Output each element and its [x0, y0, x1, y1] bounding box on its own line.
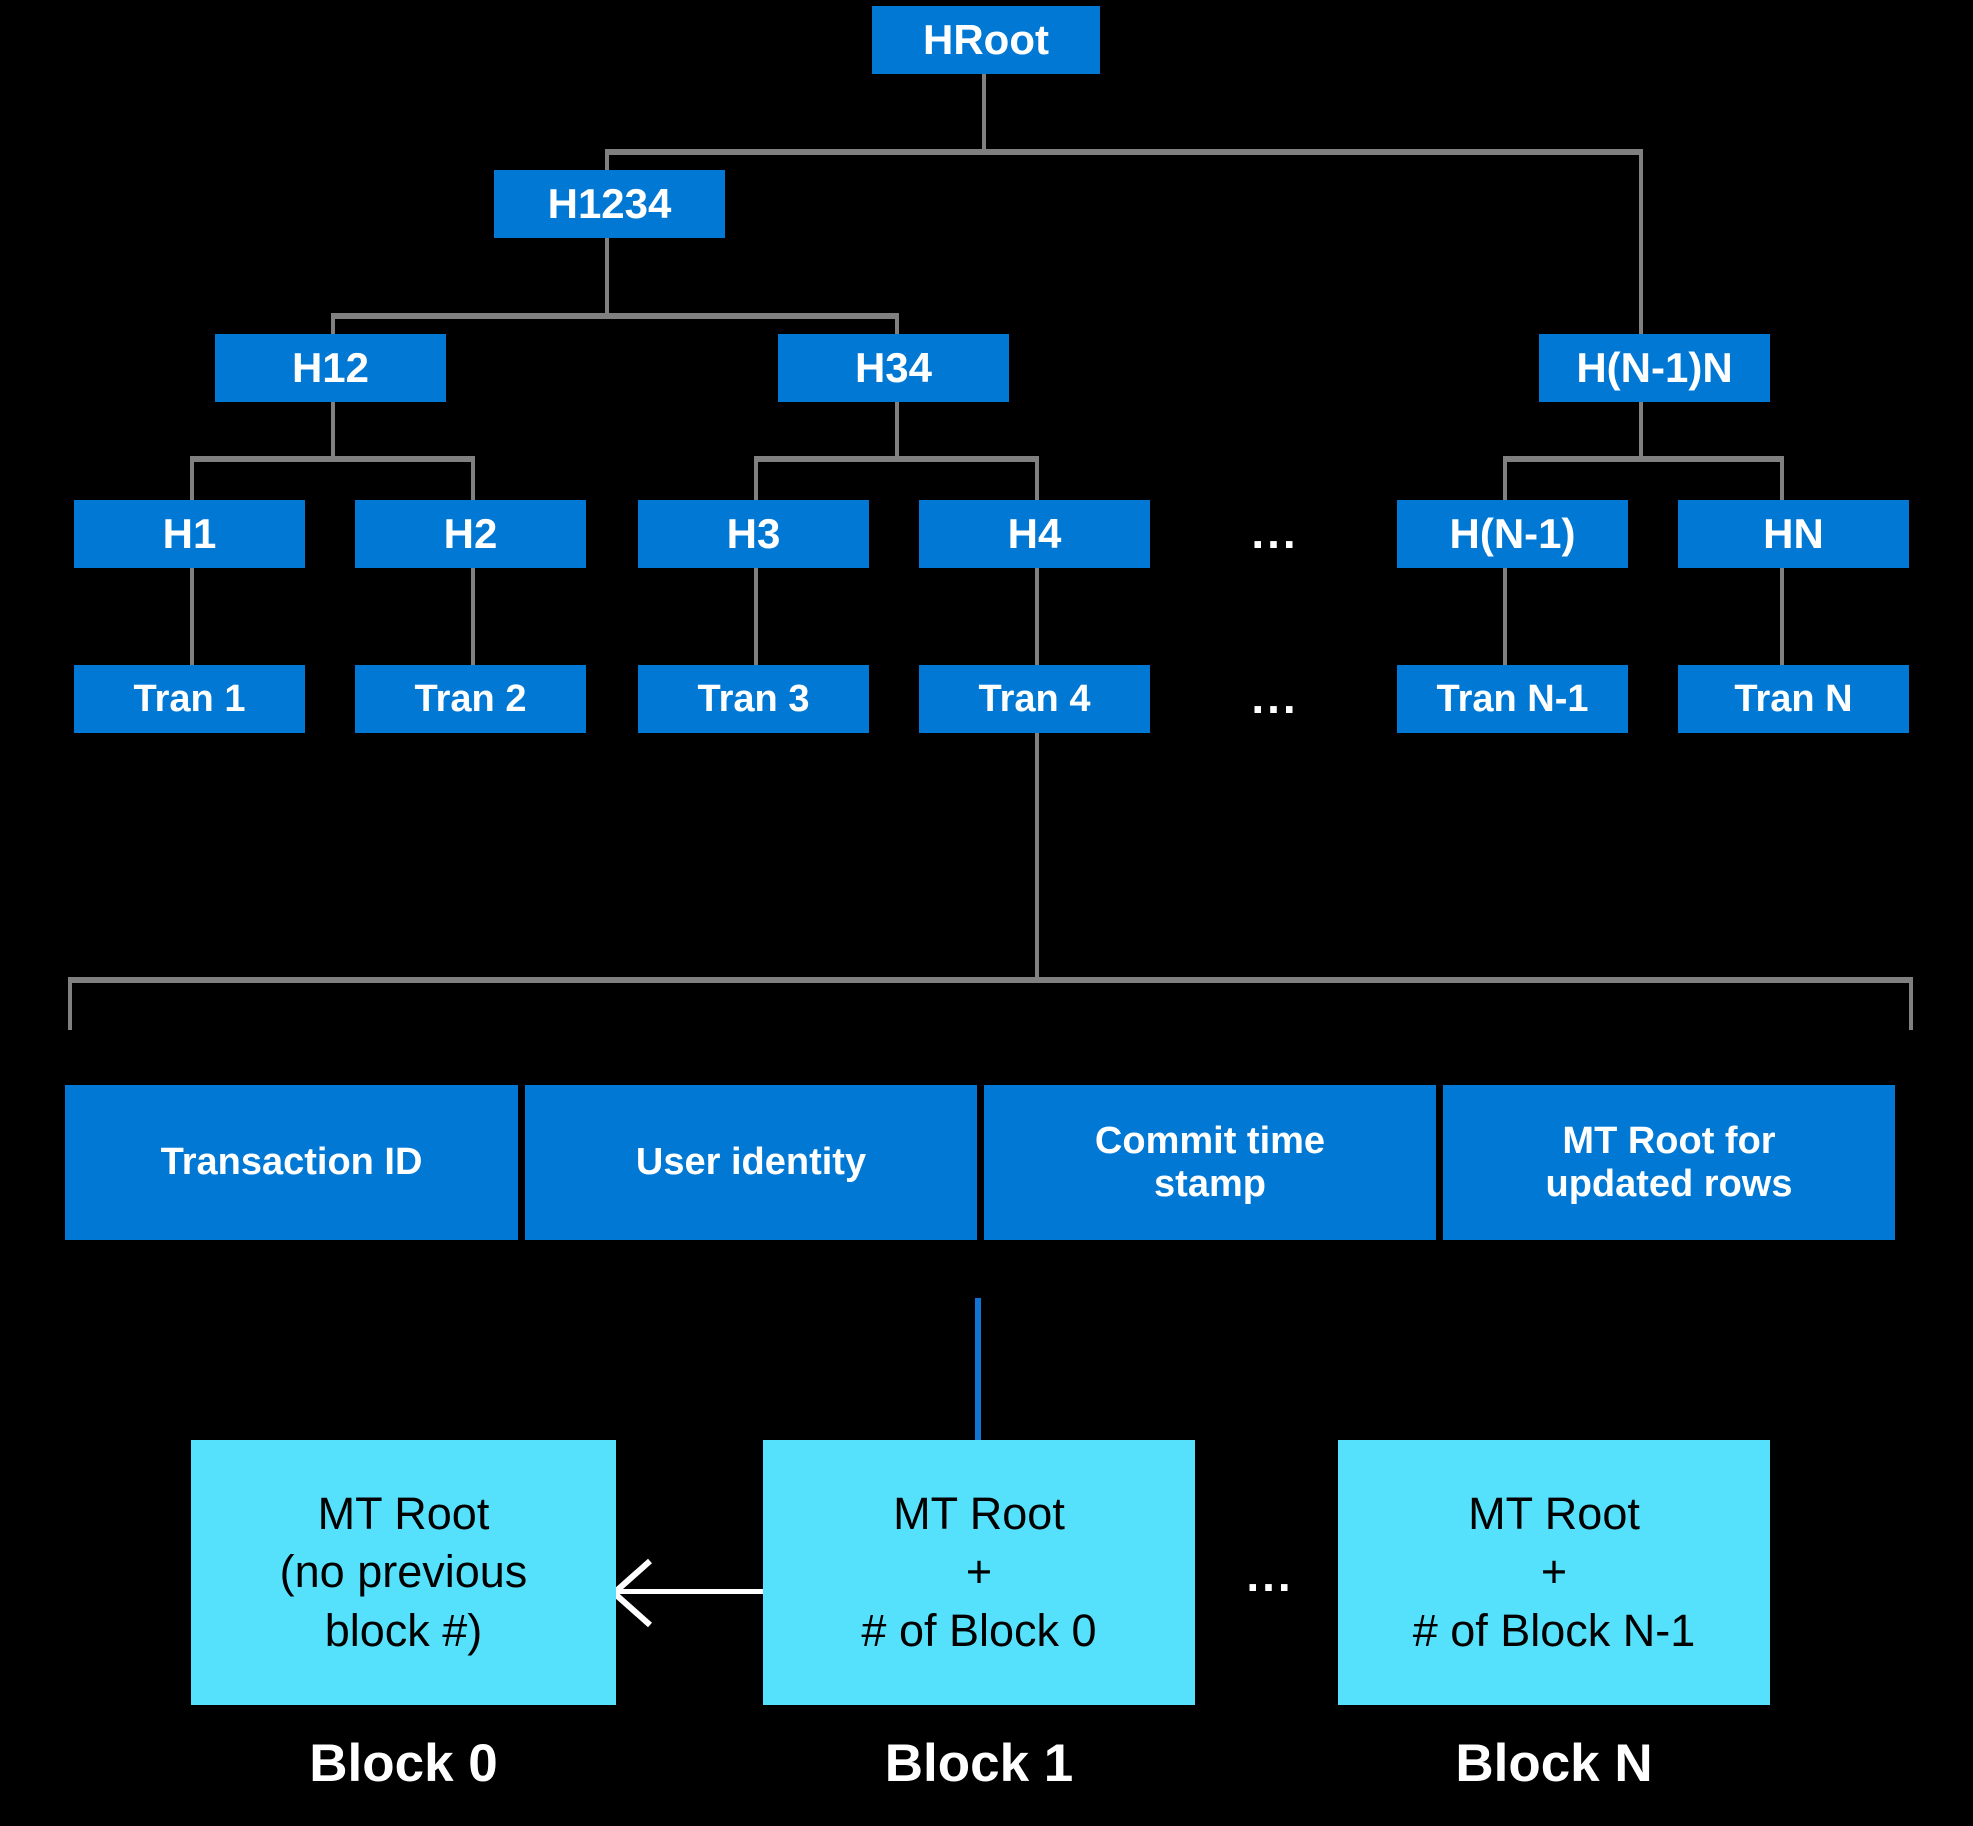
connector-detail-bracket-left — [68, 977, 72, 1030]
connector-h34-bus — [754, 456, 1039, 462]
node-hroot-label: HRoot — [923, 16, 1049, 64]
connector-hroot-to-hn1n — [1639, 149, 1643, 334]
connector-h1-to-tran1 — [190, 566, 194, 667]
node-h3[interactable]: H3 — [638, 500, 869, 568]
ellipsis-blocks: ... — [1246, 1549, 1294, 1601]
node-tran-n1-label: Tran N-1 — [1436, 677, 1589, 720]
connector-h3-to-tran3 — [754, 566, 758, 667]
connector-h12-stem — [331, 400, 335, 460]
node-tran-n-label: Tran N — [1734, 677, 1853, 720]
connector-hroot-stem — [982, 72, 986, 152]
block-n-caption: Block N — [1455, 1734, 1653, 1793]
block-0[interactable]: MT Root (no previous block #) — [191, 1440, 616, 1705]
block-n[interactable]: MT Root + # of Block N-1 — [1338, 1440, 1770, 1705]
field-commit-time-stamp[interactable]: Commit time stamp — [984, 1085, 1436, 1240]
connector-h12-to-h1 — [190, 456, 194, 502]
node-tran-1-label: Tran 1 — [133, 677, 246, 720]
connector-hn-to-trann — [1780, 566, 1784, 667]
connector-hn1n-stem — [1639, 400, 1643, 460]
node-tran-3-label: Tran 3 — [697, 677, 810, 720]
field-user-identity[interactable]: User identity — [525, 1085, 977, 1240]
node-h1234-label: H1234 — [547, 180, 672, 228]
block-0-content: MT Root (no previous block #) — [279, 1487, 528, 1656]
ellipsis-transactions: ... — [1251, 671, 1299, 723]
node-tran-2-label: Tran 2 — [414, 677, 527, 720]
node-h4[interactable]: H4 — [919, 500, 1150, 568]
connector-h1234-to-h34 — [895, 313, 899, 336]
connector-tran4-to-detail — [1035, 730, 1039, 980]
node-hn[interactable]: HN — [1678, 500, 1909, 568]
connector-h1234-to-h12 — [331, 313, 335, 336]
node-tran-1[interactable]: Tran 1 — [74, 665, 305, 733]
connector-detail-bracket-right — [1909, 977, 1913, 1030]
block-1[interactable]: MT Root + # of Block 0 — [763, 1440, 1195, 1705]
block-1-caption: Block 1 — [884, 1734, 1074, 1793]
node-h34-label: H34 — [854, 344, 933, 392]
node-h1[interactable]: H1 — [74, 500, 305, 568]
node-h2[interactable]: H2 — [355, 500, 586, 568]
block-n-content: MT Root + # of Block N-1 — [1412, 1487, 1696, 1656]
node-h4-label: H4 — [1007, 510, 1062, 558]
field-mt-root-updated-rows-label: MT Root for updated rows — [1545, 1119, 1793, 1205]
node-tran-n1[interactable]: Tran N-1 — [1397, 665, 1628, 733]
node-tran-3[interactable]: Tran 3 — [638, 665, 869, 733]
connector-hn1-to-trann1 — [1503, 566, 1507, 667]
node-tran-n[interactable]: Tran N — [1678, 665, 1909, 733]
node-hn-label: HN — [1763, 510, 1824, 558]
connector-hroot-to-h1234 — [605, 149, 609, 174]
field-transaction-id-label: Transaction ID — [160, 1141, 423, 1184]
connector-hroot-bus — [605, 149, 1643, 155]
node-hn1[interactable]: H(N-1) — [1397, 500, 1628, 568]
block-0-caption: Block 0 — [309, 1734, 498, 1793]
field-user-identity-label: User identity — [635, 1141, 867, 1184]
node-h1-label: H1 — [162, 510, 217, 558]
block-1-content: MT Root + # of Block 0 — [861, 1487, 1097, 1656]
connector-h34-to-h3 — [754, 456, 758, 502]
node-h12[interactable]: H12 — [215, 334, 446, 402]
connector-detail-to-block1 — [975, 1298, 981, 1446]
connector-h12-bus — [190, 456, 475, 462]
connector-hn1n-to-hn1 — [1503, 456, 1507, 502]
connector-detail-bracket — [68, 977, 1913, 983]
connector-block1-to-block0-line — [615, 1589, 763, 1594]
node-h1234[interactable]: H1234 — [494, 170, 725, 238]
ellipsis-leaf-hashes: ... — [1251, 506, 1299, 558]
connector-h1234-stem — [605, 236, 609, 316]
connector-h34-stem — [895, 400, 899, 460]
node-h2-label: H2 — [443, 510, 498, 558]
connector-hn1n-bus — [1503, 456, 1784, 462]
node-h12-label: H12 — [291, 344, 370, 392]
connector-h12-to-h2 — [471, 456, 475, 502]
node-hroot[interactable]: HRoot — [872, 6, 1100, 74]
node-h34[interactable]: H34 — [778, 334, 1009, 402]
connector-h2-to-tran2 — [471, 566, 475, 667]
connector-h1234-bus — [331, 313, 899, 319]
field-commit-time-stamp-label: Commit time stamp — [1094, 1119, 1326, 1205]
connector-h34-to-h4 — [1035, 456, 1039, 502]
connector-h4-to-tran4 — [1035, 566, 1039, 667]
node-h3-label: H3 — [726, 510, 781, 558]
node-tran-4[interactable]: Tran 4 — [919, 665, 1150, 733]
node-hn1n[interactable]: H(N-1)N — [1539, 334, 1770, 402]
node-tran-4-label: Tran 4 — [978, 677, 1091, 720]
connector-hn1n-to-hn — [1780, 456, 1784, 502]
node-hn1-label: H(N-1) — [1449, 510, 1576, 558]
node-tran-2[interactable]: Tran 2 — [355, 665, 586, 733]
field-transaction-id[interactable]: Transaction ID — [65, 1085, 518, 1240]
field-mt-root-updated-rows[interactable]: MT Root for updated rows — [1443, 1085, 1895, 1240]
node-hn1n-label: H(N-1)N — [1576, 344, 1733, 392]
